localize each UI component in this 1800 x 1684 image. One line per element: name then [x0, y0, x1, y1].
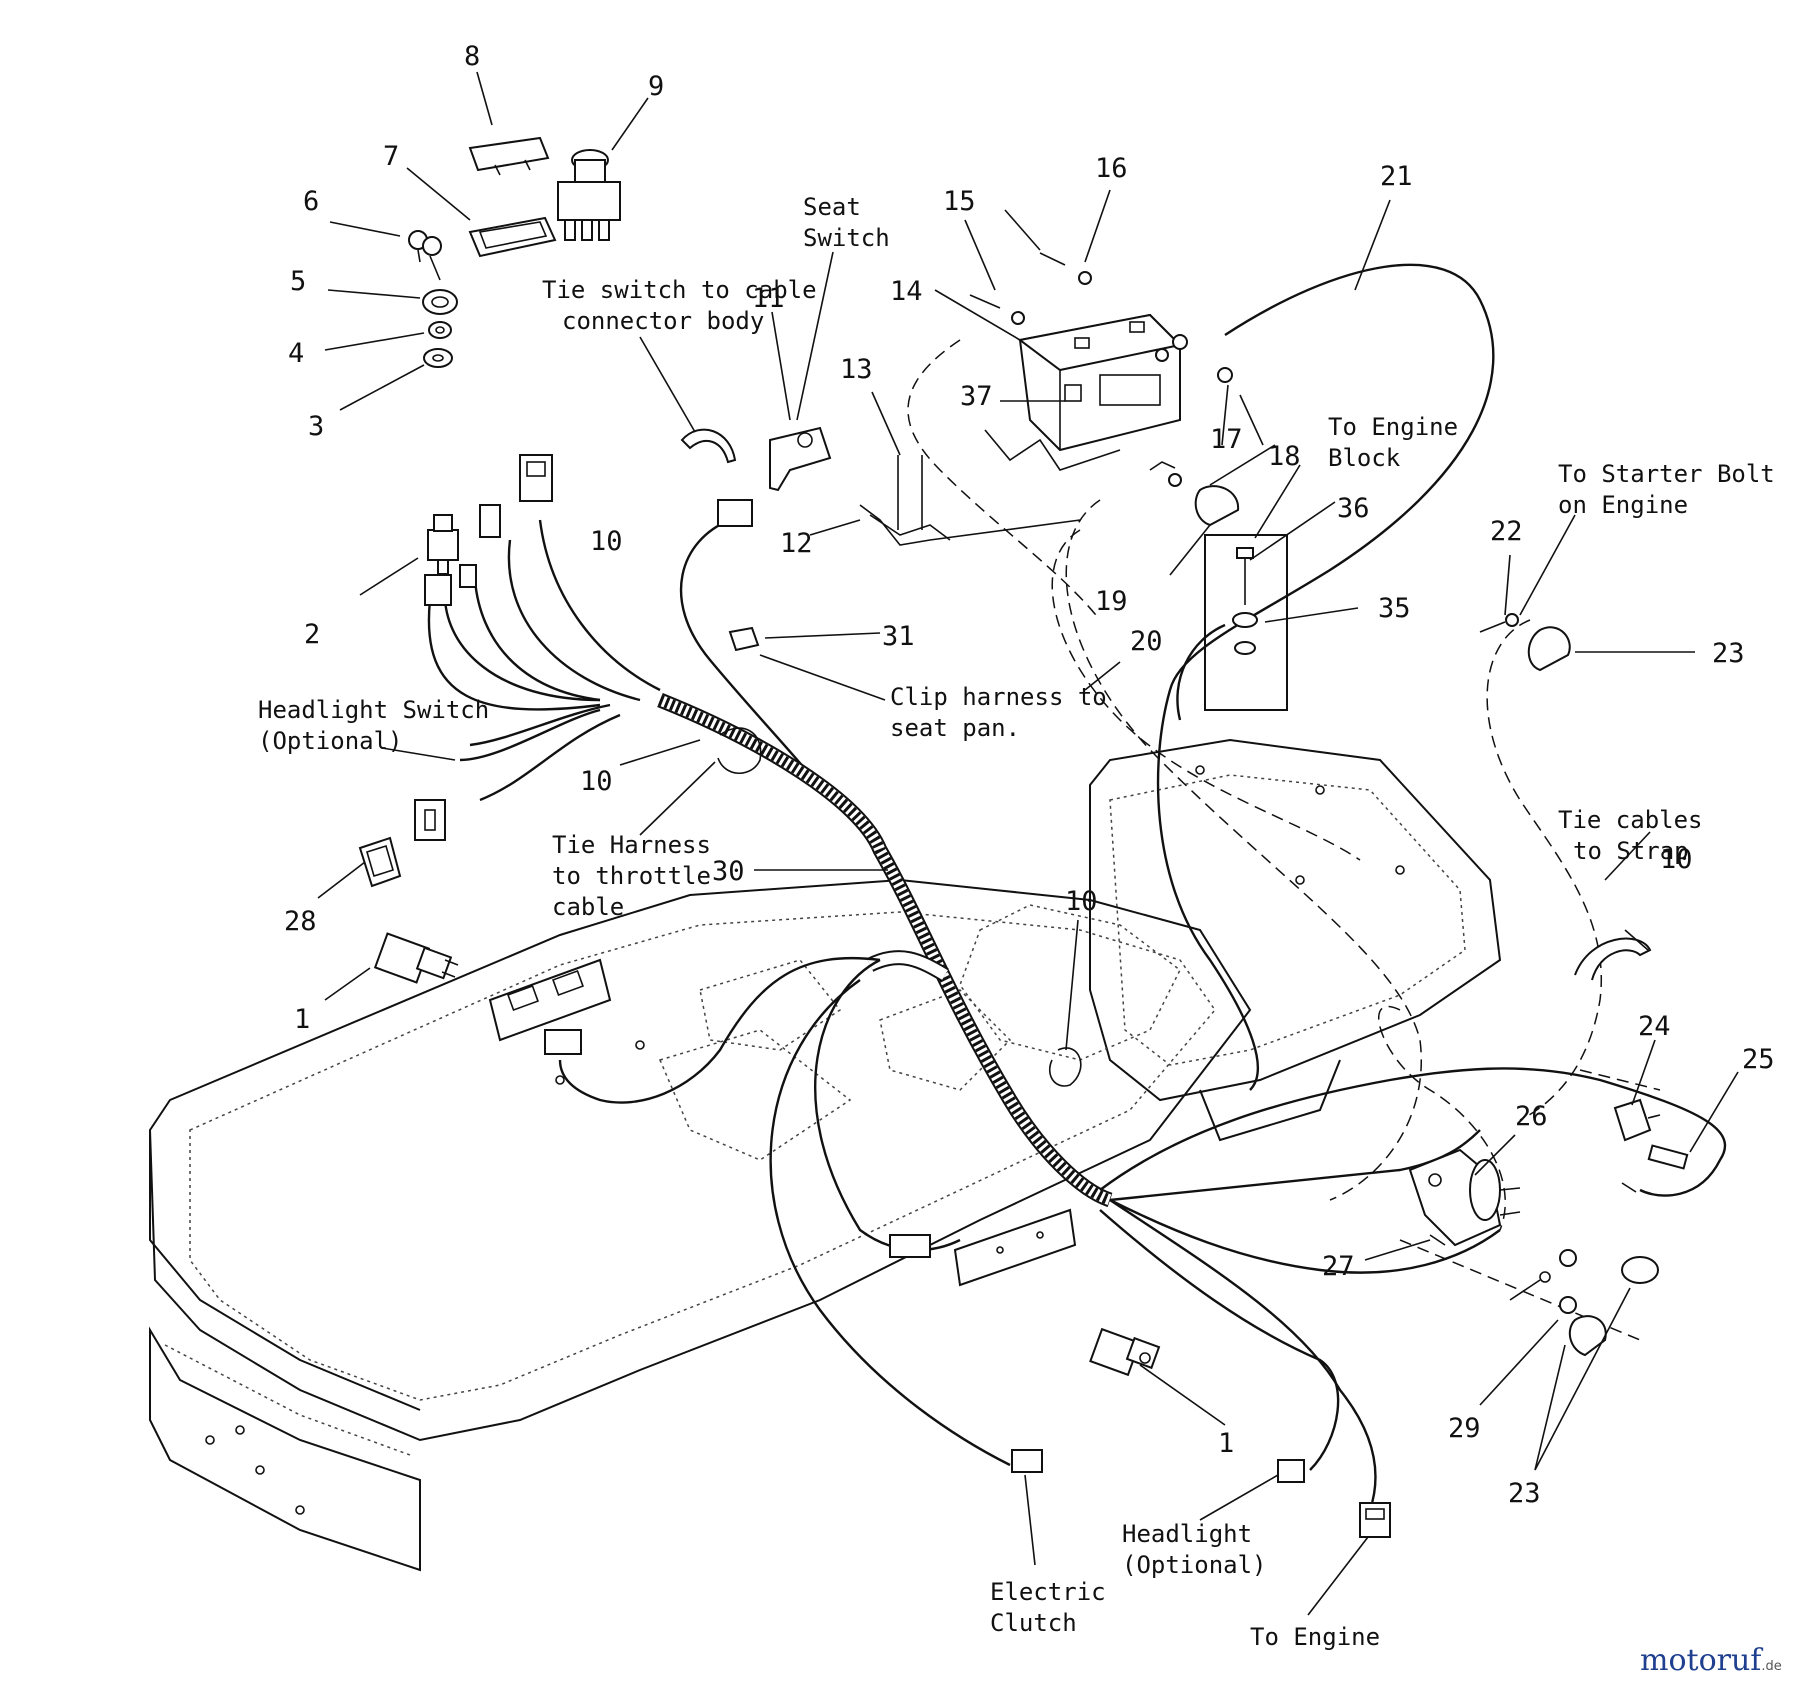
part-6-ignition-key [408, 230, 442, 281]
label-27: 27 [1322, 1251, 1355, 1282]
part-27-mounting-screws [1429, 1182, 1637, 1246]
label-17: 17 [1210, 424, 1243, 455]
label-24: 24 [1638, 1011, 1671, 1042]
label-31: 31 [882, 621, 915, 652]
part-8-cover-plate [468, 136, 550, 176]
label-10-b: 10 [580, 766, 613, 797]
note-tie-switch-to-cable: Tie switch to cable connector body [542, 276, 831, 335]
part-2-plunger-switch [427, 514, 459, 575]
part-24-fuse-holder [1613, 1098, 1661, 1142]
label-19: 19 [1095, 586, 1128, 617]
label-10-a: 10 [590, 526, 623, 557]
parts-22-23-starter-terminal [1479, 613, 1571, 672]
part-31-harness-clip [728, 626, 760, 652]
parts-3-4-5-nut-washer-bezel [422, 289, 458, 368]
note-to-engine-block: To Engine Block [1328, 413, 1473, 472]
part-26-starter-solenoid [1408, 1148, 1521, 1247]
label-29: 29 [1448, 1413, 1481, 1444]
note-clip-harness: Clip harness to seat pan. [890, 683, 1121, 742]
note-tie-cables: Tie cables to Strap [1558, 806, 1717, 865]
label-10-c: 10 [1065, 886, 1098, 917]
part-7-ignition-switch [468, 216, 557, 258]
label-11: 11 [752, 283, 785, 314]
part-number-labels: 8 9 7 6 5 4 3 11 13 12 10 15 16 14 37 21… [284, 41, 1775, 1509]
note-tie-harness: Tie Harness to throttle cable [552, 831, 725, 921]
part-12-13-battery-holddown [859, 429, 1121, 546]
label-23-a: 23 [1712, 638, 1745, 669]
label-1-b: 1 [1218, 1428, 1234, 1459]
part-37-battery [1017, 313, 1183, 452]
label-13: 13 [840, 354, 873, 385]
label-36: 36 [1337, 493, 1370, 524]
parts-14-15-16-bolts [969, 252, 1092, 325]
label-10-d: 10 [1660, 844, 1693, 875]
leader-lines [317, 71, 1739, 1616]
label-16: 16 [1095, 153, 1128, 184]
label-2: 2 [304, 619, 320, 650]
label-21: 21 [1380, 161, 1413, 192]
note-electric-clutch: Electric Clutch [990, 1578, 1120, 1637]
ground-cable-routing [907, 339, 1661, 1341]
label-5: 5 [290, 266, 306, 297]
switch-connectors [424, 454, 553, 606]
part-10-cable-tie-c [1048, 1047, 1082, 1087]
part-28-headlight-switch [358, 799, 446, 888]
part-9-pto-switch [557, 149, 621, 241]
label-18: 18 [1268, 441, 1301, 472]
parts-29-23-solenoid-terminals [1509, 1249, 1659, 1357]
part-11-seat-switch [717, 426, 832, 527]
label-26: 26 [1515, 1101, 1548, 1132]
part-10-cable-tie-b [717, 727, 762, 774]
part-10-cable-tie-a [680, 428, 737, 464]
label-28: 28 [284, 906, 317, 937]
label-35: 35 [1378, 593, 1411, 624]
label-23-b: 23 [1508, 1478, 1541, 1509]
part-25-fuse [1647, 1144, 1689, 1170]
wiring-harness [427, 263, 1727, 1511]
label-15: 15 [943, 186, 976, 217]
harness-end-connectors [544, 1029, 1391, 1538]
callout-notes: Seat Switch Tie switch to cable connecto… [258, 193, 1789, 1651]
label-14: 14 [890, 276, 923, 307]
note-to-engine: To Engine [1250, 1623, 1380, 1651]
note-seat-switch: Seat Switch [803, 193, 890, 252]
part-1-interlock-switch-rear [1089, 1327, 1161, 1377]
part-10-cable-tie-d [1574, 937, 1652, 981]
note-headlight-switch: Headlight Switch (Optional) [258, 696, 504, 755]
label-37: 37 [960, 381, 993, 412]
label-8: 8 [464, 41, 480, 72]
parts-17-18-19-terminal-hardware [1149, 334, 1240, 527]
note-to-starter-bolt: To Starter Bolt on Engine [1558, 460, 1789, 519]
note-headlight: Headlight (Optional) [1122, 1520, 1267, 1579]
label-7: 7 [383, 141, 399, 172]
part-1-interlock-switch [373, 932, 459, 984]
parts-35-36-ground-bolt [1204, 534, 1288, 711]
label-1-a: 1 [294, 1004, 310, 1035]
watermark: motoruf.de [1640, 1643, 1782, 1678]
label-6: 6 [303, 186, 319, 217]
label-3: 3 [308, 411, 324, 442]
label-12: 12 [780, 528, 813, 559]
label-20: 20 [1130, 626, 1163, 657]
label-22: 22 [1490, 516, 1523, 547]
label-30: 30 [712, 856, 745, 887]
label-9: 9 [648, 71, 664, 102]
label-25: 25 [1742, 1044, 1775, 1075]
label-4: 4 [288, 338, 304, 369]
